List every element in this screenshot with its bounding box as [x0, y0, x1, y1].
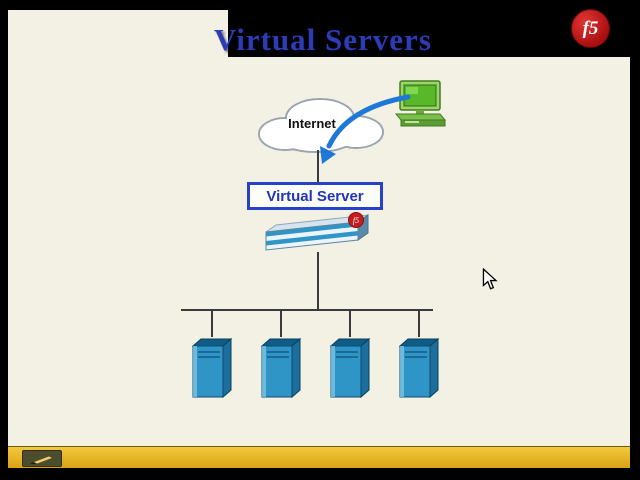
server-icon — [396, 336, 442, 400]
server-icon — [189, 336, 235, 400]
server-drop-line — [418, 310, 420, 337]
server-drop-line — [280, 310, 282, 337]
server-drop-line — [349, 310, 351, 337]
client-computer-icon — [394, 80, 447, 127]
virtual-server-label: Virtual Server — [266, 187, 364, 205]
internet-label: Internet — [288, 116, 336, 131]
mouse-cursor — [482, 268, 498, 290]
request-arrow-icon — [320, 94, 411, 164]
internet-cloud-icon — [258, 98, 384, 153]
slide-title: Virtual Servers — [214, 22, 432, 57]
network-bus-line — [181, 309, 433, 311]
virtual-server-box: Virtual Server — [247, 182, 383, 210]
pen-tool-icon — [30, 455, 54, 464]
pen-tool-button[interactable] — [22, 450, 62, 467]
f5-logo: f5 — [571, 9, 610, 48]
connector-appliance-to-bus — [317, 252, 319, 310]
annotation-toolbar — [8, 446, 630, 468]
connector-cloud-to-box — [317, 150, 319, 183]
server-drop-line — [211, 310, 213, 337]
f5-logo-text: f5 — [582, 17, 599, 39]
load-balancer-appliance-icon: f5 — [265, 212, 369, 251]
internet-cloud: Internet — [250, 94, 390, 156]
appliance-f5-ball-icon — [348, 212, 364, 228]
server-icon — [258, 336, 304, 400]
appliance-f5-ball-text: f5 — [353, 216, 359, 225]
server-icon — [327, 336, 373, 400]
